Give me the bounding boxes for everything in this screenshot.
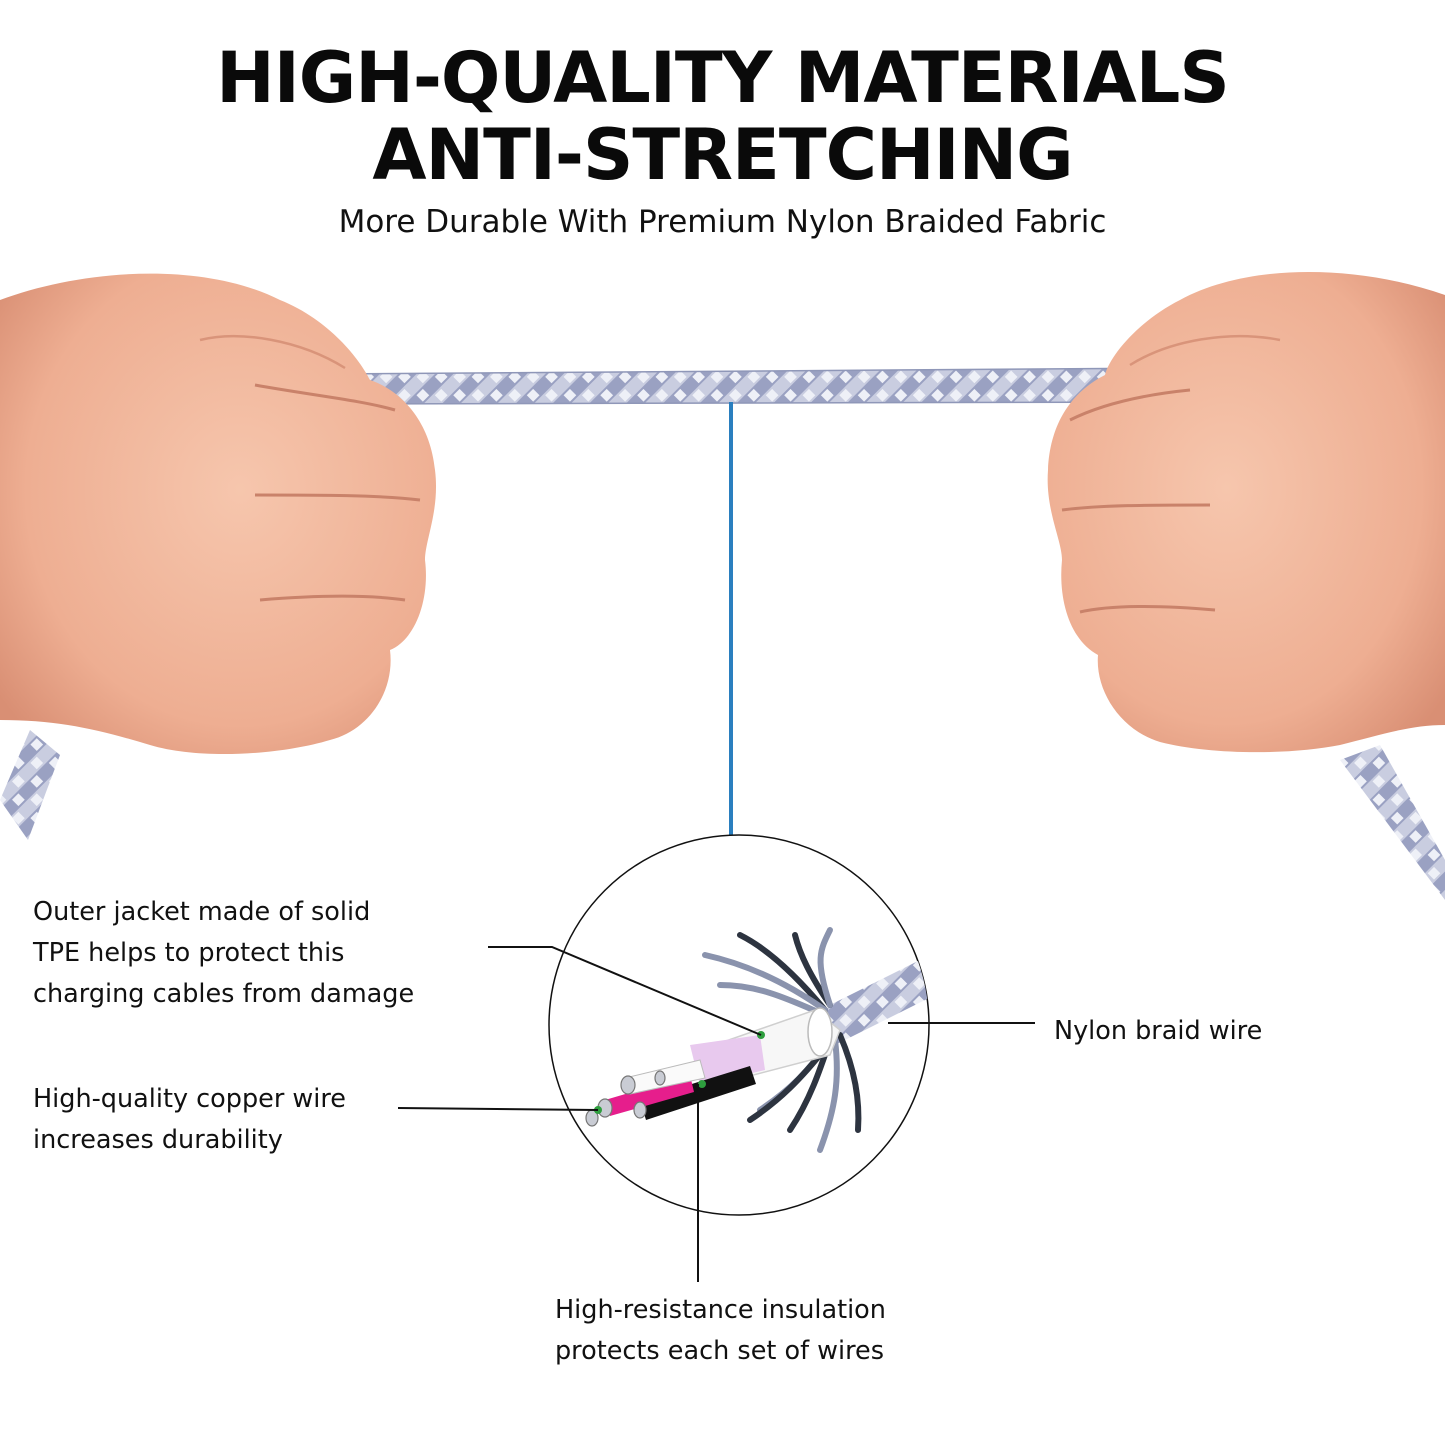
callout-insulation-line-2: protects each set of wires [555,1336,885,1366]
callout-nylon-braid: Nylon braid wire [1054,1011,1262,1052]
headline-line-2: ANTI-STRETCHING [372,114,1073,196]
headline-line-1: HIGH-QUALITY MATERIALS [216,37,1230,119]
callout-copper-wire-line-2: increases durability [33,1125,283,1155]
leader-lines [397,946,1035,1282]
callout-copper-wire-line-1: High-quality copper wire [33,1084,346,1114]
subtitle: More Durable With Premium Nylon Braided … [338,204,1107,240]
callout-copper-wire: High-quality copper wire increases durab… [33,1079,346,1161]
callout-outer-jacket-line-1: Outer jacket made of solid [33,897,371,927]
callout-insulation: High-resistance insulation protects each… [555,1290,886,1372]
callout-outer-jacket-line-2: TPE helps to protect this [33,938,345,968]
callout-nylon-braid-line-1: Nylon braid wire [1054,1016,1263,1046]
cable-cross-section-icon [548,834,930,1216]
callout-insulation-line-1: High-resistance insulation [555,1295,886,1325]
leader-copper-wire [397,1107,599,1111]
callout-outer-jacket-line-3: charging cables from damage [33,979,415,1009]
hand-left-icon [0,273,437,755]
leader-outer-jacket [488,946,762,1036]
hand-right-icon [1047,271,1445,753]
callout-outer-jacket: Outer jacket made of solid TPE helps to … [33,892,414,1015]
braided-cable-icon [0,367,1445,900]
